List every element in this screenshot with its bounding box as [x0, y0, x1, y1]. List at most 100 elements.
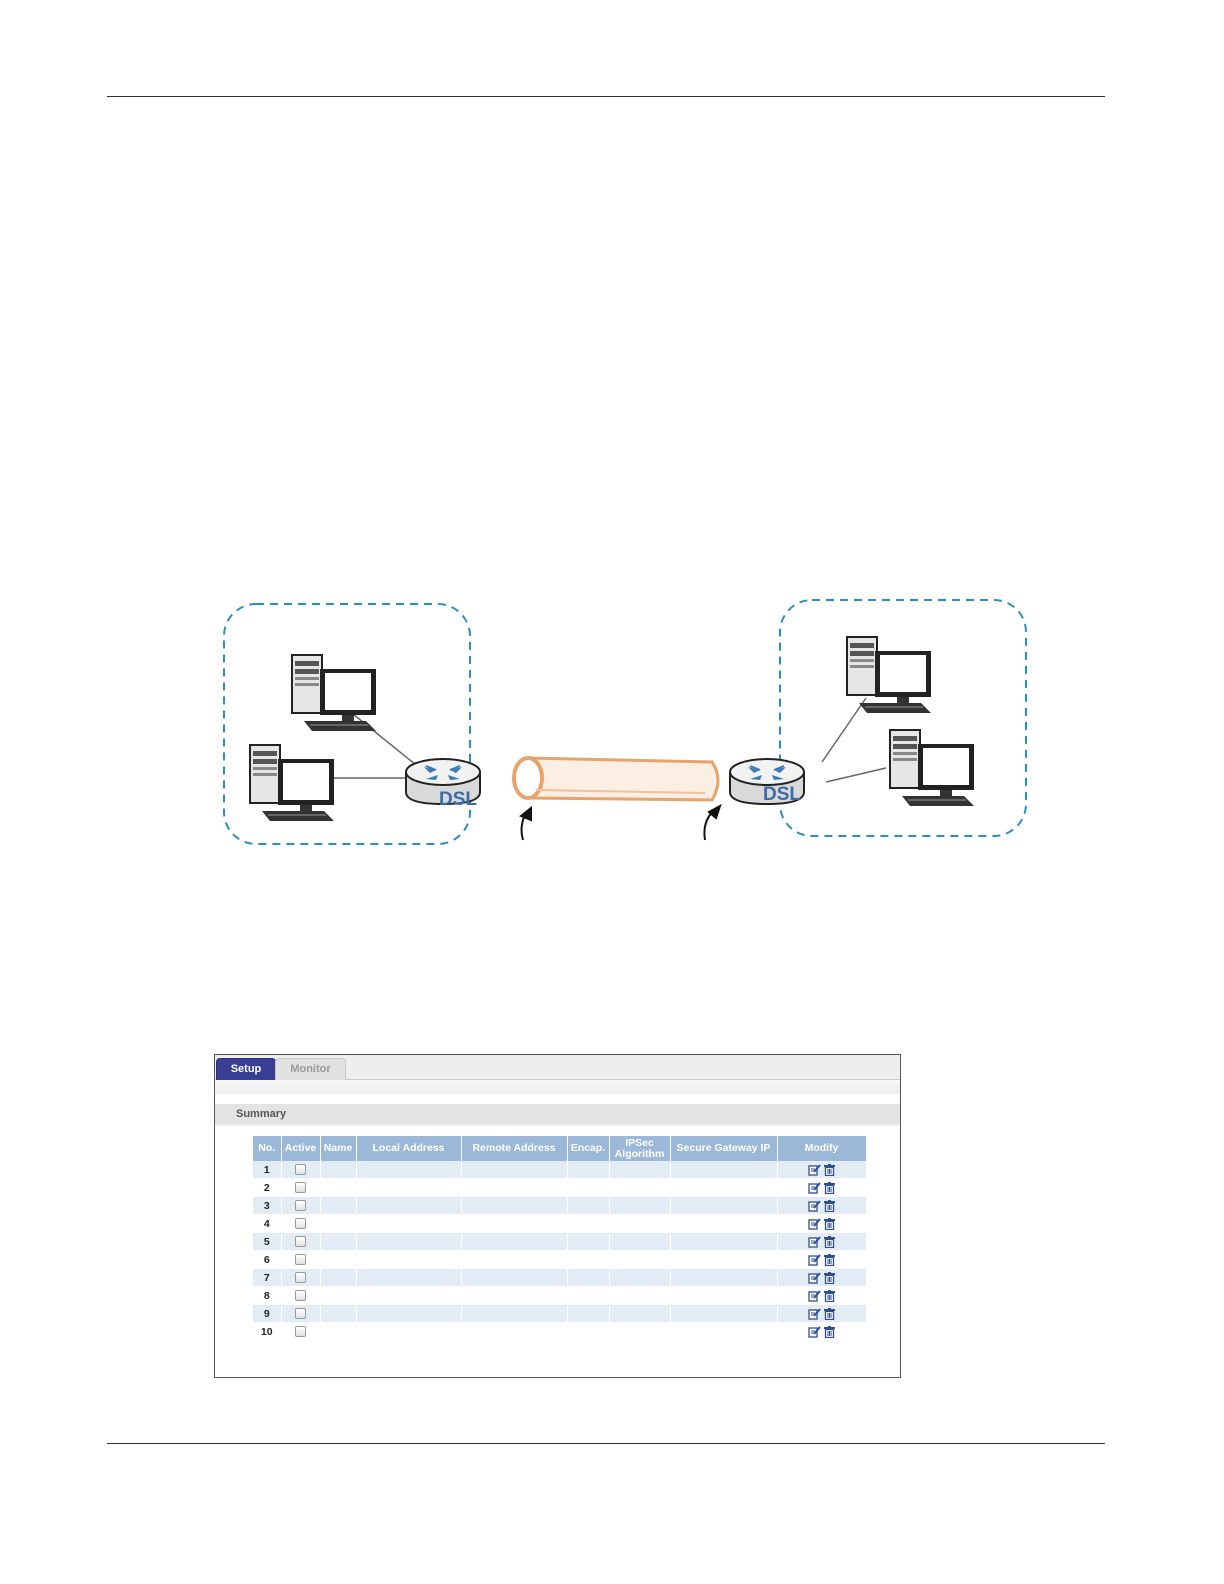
- trash-icon[interactable]: [824, 1182, 835, 1194]
- edit-icon[interactable]: [808, 1326, 821, 1338]
- active-cell: [281, 1233, 320, 1251]
- router-b-label: DSL: [763, 784, 801, 805]
- edit-icon[interactable]: [808, 1290, 821, 1302]
- trash-icon[interactable]: [824, 1200, 835, 1212]
- table-row: 5: [253, 1233, 866, 1251]
- row-number: 8: [253, 1287, 281, 1305]
- empty-cell: [567, 1269, 609, 1287]
- active-cell: [281, 1287, 320, 1305]
- active-cell: [281, 1197, 320, 1215]
- active-checkbox[interactable]: [295, 1218, 306, 1229]
- active-checkbox[interactable]: [295, 1254, 306, 1265]
- active-checkbox[interactable]: [295, 1236, 306, 1247]
- empty-cell: [609, 1197, 670, 1215]
- empty-cell: [461, 1305, 567, 1323]
- computer-icon: [847, 637, 931, 713]
- empty-cell: [461, 1215, 567, 1233]
- empty-cell: [356, 1161, 461, 1179]
- modify-cell: [777, 1179, 866, 1197]
- arrow-icon: [704, 806, 720, 840]
- empty-cell: [461, 1233, 567, 1251]
- active-checkbox[interactable]: [295, 1182, 306, 1193]
- trash-icon[interactable]: [824, 1308, 835, 1320]
- empty-cell: [670, 1179, 777, 1197]
- table-row: 7: [253, 1269, 866, 1287]
- empty-cell: [670, 1287, 777, 1305]
- active-checkbox[interactable]: [295, 1290, 306, 1301]
- trash-icon[interactable]: [824, 1272, 835, 1284]
- empty-cell: [567, 1287, 609, 1305]
- empty-cell: [356, 1305, 461, 1323]
- modify-cell: [777, 1251, 866, 1269]
- col-header: Local Address: [356, 1136, 461, 1161]
- trash-icon[interactable]: [824, 1218, 835, 1230]
- edit-icon[interactable]: [808, 1182, 821, 1194]
- empty-cell: [356, 1287, 461, 1305]
- empty-cell: [609, 1287, 670, 1305]
- empty-cell: [320, 1251, 356, 1269]
- empty-cell: [320, 1161, 356, 1179]
- active-cell: [281, 1179, 320, 1197]
- empty-cell: [320, 1305, 356, 1323]
- row-number: 9: [253, 1305, 281, 1323]
- trash-icon[interactable]: [824, 1290, 835, 1302]
- empty-cell: [609, 1305, 670, 1323]
- tab-setup[interactable]: Setup: [216, 1058, 276, 1081]
- active-cell: [281, 1251, 320, 1269]
- empty-cell: [356, 1323, 461, 1341]
- active-cell: [281, 1269, 320, 1287]
- empty-cell: [609, 1233, 670, 1251]
- table-row: 3: [253, 1197, 866, 1215]
- col-header: Name: [320, 1136, 356, 1161]
- table-row: 2: [253, 1179, 866, 1197]
- trash-icon[interactable]: [824, 1254, 835, 1266]
- empty-cell: [609, 1323, 670, 1341]
- edit-icon[interactable]: [808, 1200, 821, 1212]
- empty-cell: [320, 1179, 356, 1197]
- edit-icon[interactable]: [808, 1236, 821, 1248]
- vpn-tunnel: [514, 758, 718, 800]
- vpn-summary-screenshot: Setup Monitor Summary No. Active Name Lo…: [214, 1054, 901, 1378]
- table-header-row: No. Active Name Local Address Remote Add…: [253, 1136, 866, 1161]
- empty-cell: [567, 1233, 609, 1251]
- edit-icon[interactable]: [808, 1272, 821, 1284]
- section-title: Summary: [215, 1104, 900, 1124]
- trash-icon[interactable]: [824, 1236, 835, 1248]
- empty-cell: [567, 1179, 609, 1197]
- empty-cell: [567, 1197, 609, 1215]
- empty-cell: [670, 1161, 777, 1179]
- edit-icon[interactable]: [808, 1164, 821, 1176]
- empty-cell: [567, 1215, 609, 1233]
- empty-cell: [356, 1233, 461, 1251]
- empty-cell: [609, 1251, 670, 1269]
- active-checkbox[interactable]: [295, 1164, 306, 1175]
- empty-cell: [461, 1323, 567, 1341]
- row-number: 7: [253, 1269, 281, 1287]
- empty-cell: [670, 1197, 777, 1215]
- edit-icon[interactable]: [808, 1218, 821, 1230]
- active-checkbox[interactable]: [295, 1272, 306, 1283]
- active-checkbox[interactable]: [295, 1326, 306, 1337]
- empty-cell: [609, 1161, 670, 1179]
- tab-monitor[interactable]: Monitor: [275, 1058, 346, 1080]
- col-header: Remote Address: [461, 1136, 567, 1161]
- vpn-rules-table: No. Active Name Local Address Remote Add…: [253, 1136, 867, 1341]
- empty-cell: [609, 1215, 670, 1233]
- trash-icon[interactable]: [824, 1164, 835, 1176]
- active-checkbox[interactable]: [295, 1200, 306, 1211]
- row-number: 1: [253, 1161, 281, 1179]
- empty-cell: [356, 1197, 461, 1215]
- modify-cell: [777, 1323, 866, 1341]
- empty-cell: [320, 1287, 356, 1305]
- edit-icon[interactable]: [808, 1308, 821, 1320]
- trash-icon[interactable]: [824, 1326, 835, 1338]
- edit-icon[interactable]: [808, 1254, 821, 1266]
- modify-cell: [777, 1215, 866, 1233]
- table-row: 9: [253, 1305, 866, 1323]
- empty-cell: [670, 1305, 777, 1323]
- row-number: 10: [253, 1323, 281, 1341]
- tab-bar: Setup Monitor: [215, 1055, 900, 1080]
- active-checkbox[interactable]: [295, 1308, 306, 1319]
- empty-cell: [320, 1233, 356, 1251]
- empty-cell: [567, 1251, 609, 1269]
